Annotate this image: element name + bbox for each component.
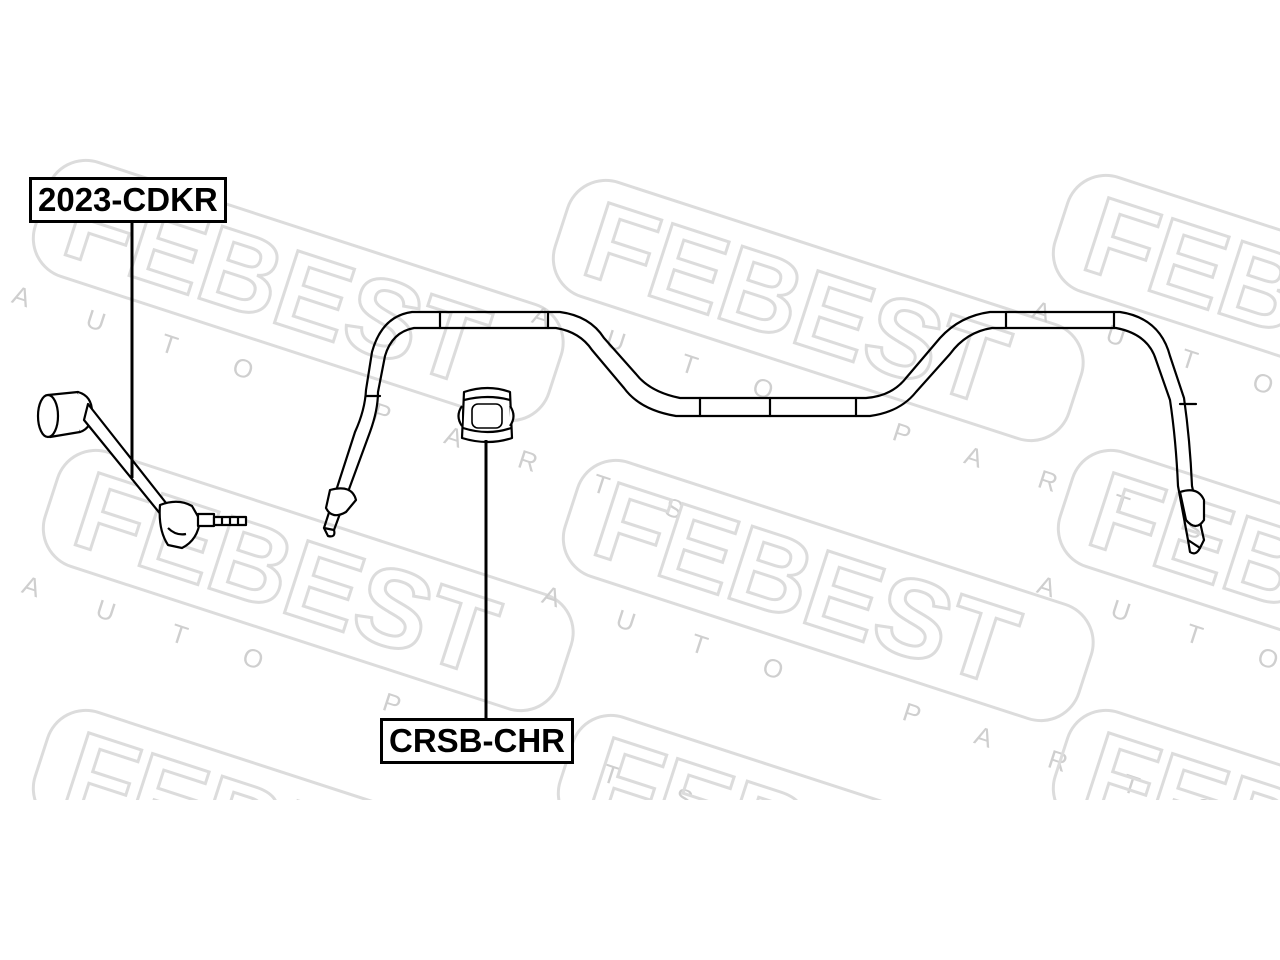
- part-label-2023-cdkr: 2023-CDKR: [29, 177, 227, 223]
- part-label-crsb-chr: CRSB-CHR: [380, 718, 574, 764]
- bushing-drawing: [457, 386, 515, 444]
- stabilizer-bar-drawing: [322, 310, 1206, 555]
- leader-lines: [130, 222, 488, 720]
- part-number-text: 2023-CDKR: [38, 181, 218, 218]
- part-number-text: CRSB-CHR: [389, 722, 565, 759]
- bottom-margin: [0, 800, 1280, 960]
- stabilizer-link-drawing: [36, 390, 248, 550]
